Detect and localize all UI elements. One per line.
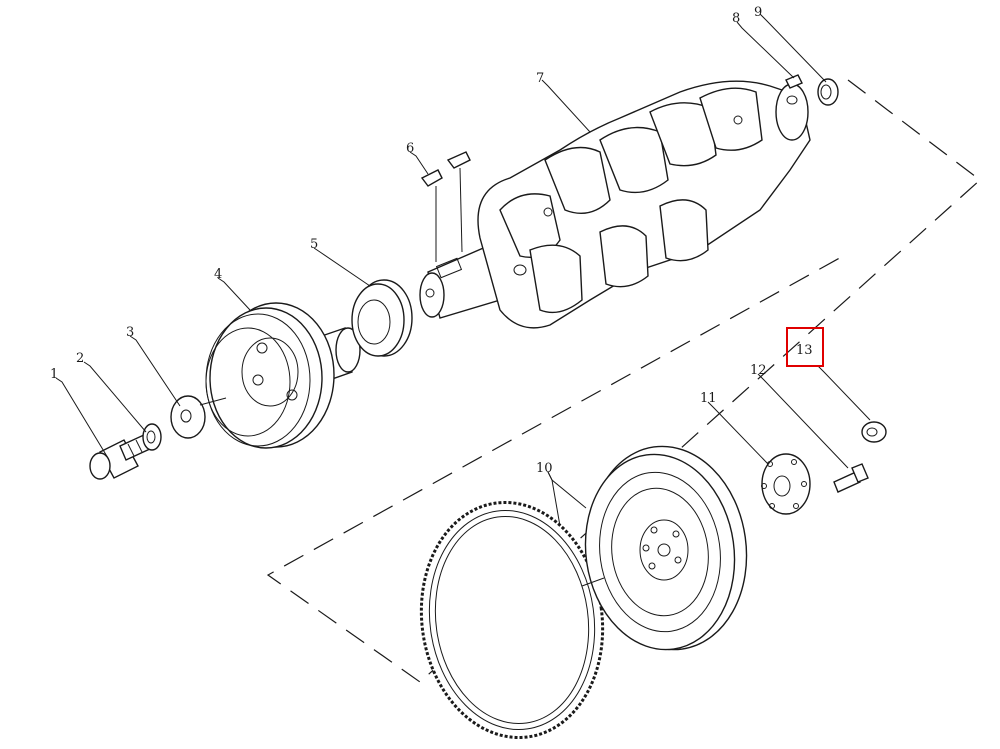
part-4-crankshaft-pulley[interactable] bbox=[199, 302, 361, 449]
callout-labels: 1 2 3 4 5 6 7 8 9 10 11 12 13 bbox=[50, 5, 813, 476]
part-2-washer[interactable] bbox=[142, 423, 162, 451]
callout-9[interactable]: 9 bbox=[754, 5, 762, 20]
part-9-pilot-bearing[interactable] bbox=[817, 78, 839, 106]
callout-12[interactable]: 12 bbox=[750, 363, 767, 378]
callout-13-highlight-box bbox=[786, 327, 824, 367]
callout-6[interactable]: 6 bbox=[406, 141, 414, 156]
part-10-flywheel[interactable] bbox=[573, 436, 759, 660]
callout-4[interactable]: 4 bbox=[214, 267, 222, 282]
callout-3[interactable]: 3 bbox=[126, 325, 134, 340]
assembly-group-outline bbox=[266, 79, 981, 683]
callout-2[interactable]: 2 bbox=[76, 351, 84, 366]
part-13-bearing[interactable] bbox=[861, 421, 887, 443]
leader-lines bbox=[55, 13, 871, 527]
part-3-thrust-washer[interactable] bbox=[170, 395, 206, 439]
part-7-crankshaft[interactable] bbox=[419, 80, 811, 329]
callout-5[interactable]: 5 bbox=[310, 237, 318, 252]
callout-10[interactable]: 10 bbox=[536, 461, 553, 476]
part-8-dowel-pin[interactable] bbox=[785, 74, 803, 89]
callout-1[interactable]: 1 bbox=[50, 367, 58, 382]
part-5-oil-seal[interactable] bbox=[351, 279, 413, 357]
callout-11[interactable]: 11 bbox=[700, 391, 717, 406]
callout-8[interactable]: 8 bbox=[732, 11, 740, 26]
callout-7[interactable]: 7 bbox=[536, 71, 544, 86]
part-12-flywheel-bolt[interactable] bbox=[833, 463, 869, 493]
part-11-flywheel-plate[interactable] bbox=[761, 453, 811, 515]
callout-13[interactable]: 13 bbox=[796, 343, 813, 358]
part-6-woodruff-keys[interactable] bbox=[420, 151, 471, 262]
